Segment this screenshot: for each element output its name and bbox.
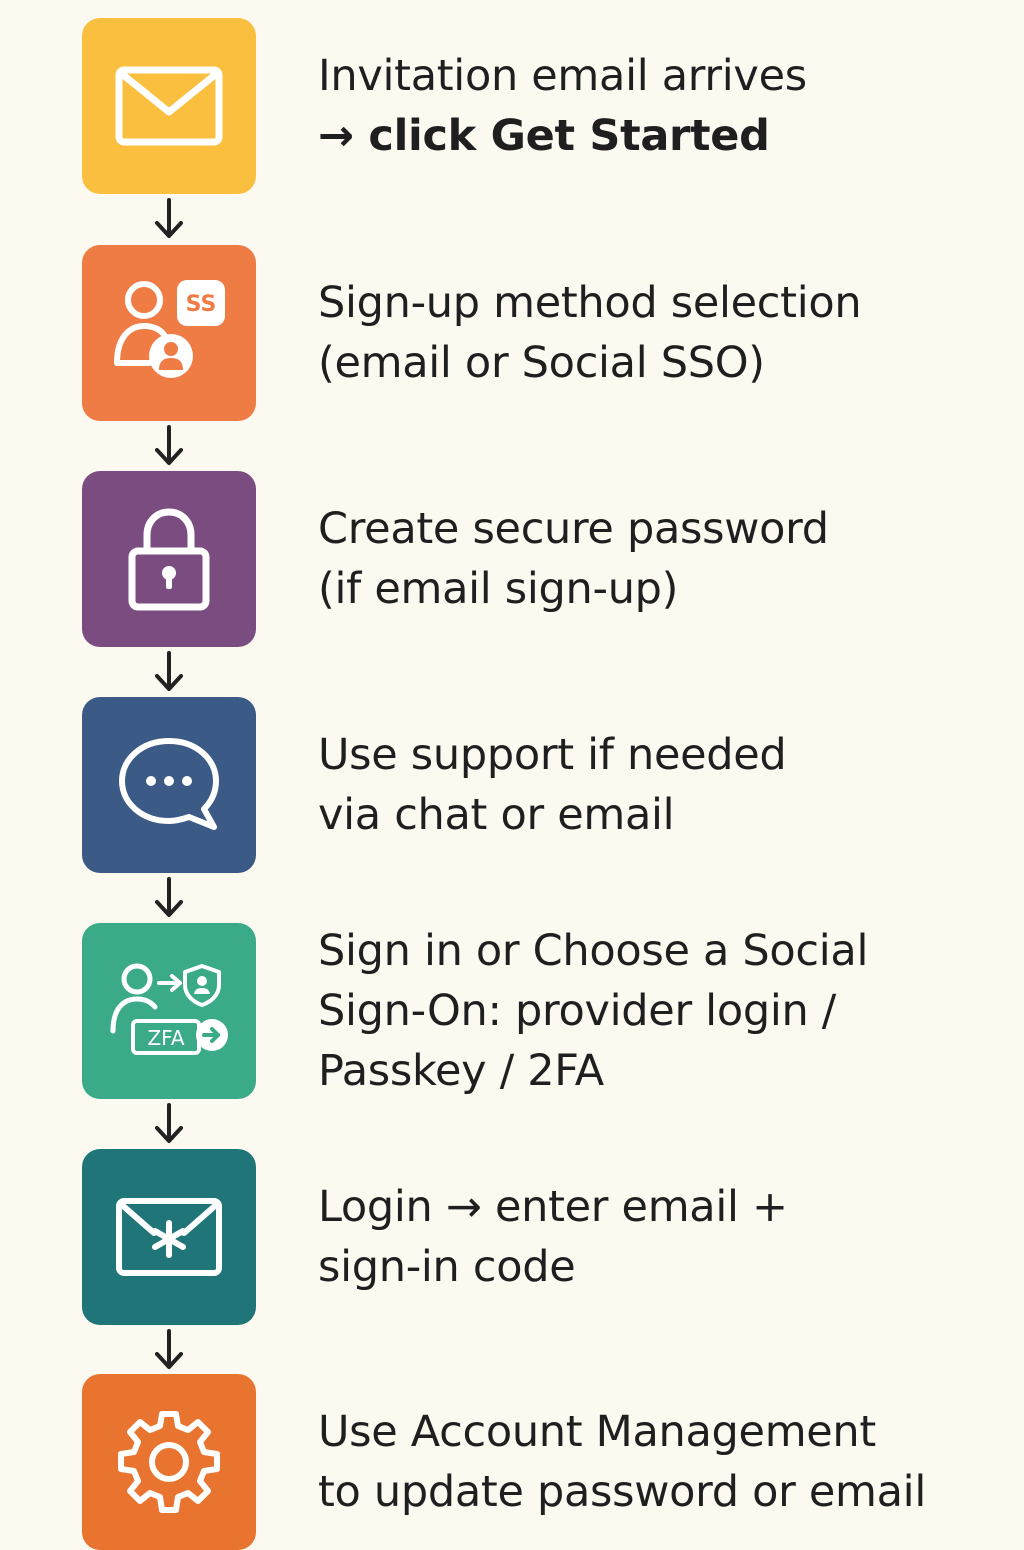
step-5-line-1: Sign in or Choose a Social [318,926,869,976]
arrow-down-icon [155,1329,183,1369]
step-7-line-2: to update password or email [318,1467,926,1517]
step-7-label: Use Account Management to update passwor… [318,1374,1008,1550]
step-3-line-2: (if email sign-up) [318,564,679,614]
step-5-line-3: Passkey / 2FA [318,1046,604,1096]
step-4: Use support if needed via chat or email [0,697,1024,873]
step-4-line-2: via chat or email [318,790,675,840]
envelope-code-icon [114,1195,224,1279]
step-5-label: Sign in or Choose a Social Sign-On: prov… [318,923,1008,1099]
step-5-tile: ZFA [82,923,256,1099]
step-5: ZFA Sign in or Choose a Social Sign-On: … [0,923,1024,1099]
step-1-line-1: Invitation email arrives [318,51,807,101]
step-2-line-1: Sign-up method selection [318,278,862,328]
step-7-line-1: Use Account Management [318,1407,876,1457]
step-2-tile: SS [82,245,256,421]
step-4-label: Use support if needed via chat or email [318,697,1008,873]
step-3: Create secure password (if email sign-up… [0,471,1024,647]
step-4-line-1: Use support if needed [318,730,787,780]
step-6: Login → enter email + sign-in code [0,1149,1024,1325]
step-3-line-1: Create secure password [318,504,829,554]
step-2-line-2: (email or Social SSO) [318,338,765,388]
step-3-label: Create secure password (if email sign-up… [318,471,1008,647]
step-2: SS Sign-up method selection (email or So… [0,245,1024,421]
arrow-down-icon [155,425,183,465]
arrow-down-icon [155,1103,183,1143]
padlock-icon [127,507,211,611]
step-1: Invitation email arrives → click Get Sta… [0,18,1024,194]
step-6-line-1: Login → enter email + [318,1182,788,1232]
gear-icon [113,1406,225,1518]
envelope-icon [114,64,224,148]
step-6-label: Login → enter email + sign-in code [318,1149,1008,1325]
step-7-tile [82,1374,256,1550]
user-2fa-icon: ZFA [107,961,231,1061]
chat-bubble-icon [114,735,224,835]
sso-badge: SS [186,292,217,317]
step-3-tile [82,471,256,647]
2fa-badge: ZFA [147,1026,184,1050]
step-5-line-2: Sign-On: provider login / [318,986,836,1036]
arrow-down-icon [155,651,183,691]
step-4-tile [82,697,256,873]
step-1-tile [82,18,256,194]
step-6-tile [82,1149,256,1325]
step-2-label: Sign-up method selection (email or Socia… [318,245,1008,421]
user-sso-icon: SS [109,278,229,388]
step-1-line-2: → click Get Started [318,111,770,161]
step-7: Use Account Management to update passwor… [0,1374,1024,1550]
step-6-line-2: sign-in code [318,1242,576,1292]
arrow-down-icon [155,877,183,917]
arrow-down-icon [155,198,183,238]
step-1-label: Invitation email arrives → click Get Sta… [318,18,1008,194]
